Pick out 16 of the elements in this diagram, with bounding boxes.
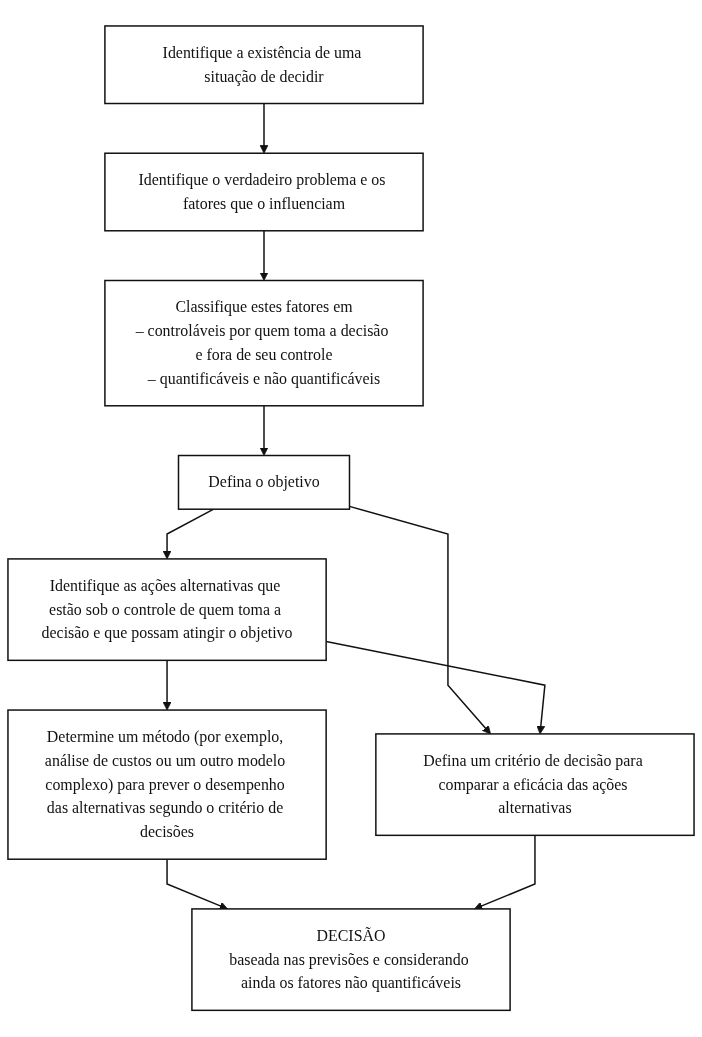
arrow	[162, 508, 215, 560]
flowchart-diagram: Identifique a existência de uma situação de decidir Identifique o verdadeiro problema e os fatores que o influenciam Classifique estes fatores em – controláveis por quem toma a decisão e fora de seu controle – quantificáveis e não quantificáveis Defina o objetivo Identifique as ações alternativas que estão sob o controle de quem toma a decisão e que possam atingir o objetivo Defina um critério de decisão para comparar a eficácia das ações alternativas Determine um método (por exemplo, análise de custos ou um outro modelo complexo) para prever o desempenho das alternativas segundo o critério de decisões DECISÃO baseada nas previsões e considerando ainda os fatores não quantificáveis	[0, 18, 702, 1019]
arrow	[474, 834, 536, 911]
arrow	[259, 103, 269, 154]
arrow	[162, 659, 172, 711]
arrow	[259, 230, 269, 282]
node-box	[375, 733, 695, 837]
node-box	[104, 280, 424, 407]
node-box	[7, 709, 327, 861]
arrow	[259, 405, 269, 457]
node-box	[191, 908, 511, 1012]
node-box	[104, 25, 424, 105]
node-box	[177, 455, 351, 511]
node-box	[7, 558, 327, 662]
node-box	[104, 152, 424, 232]
arrow	[166, 858, 228, 911]
